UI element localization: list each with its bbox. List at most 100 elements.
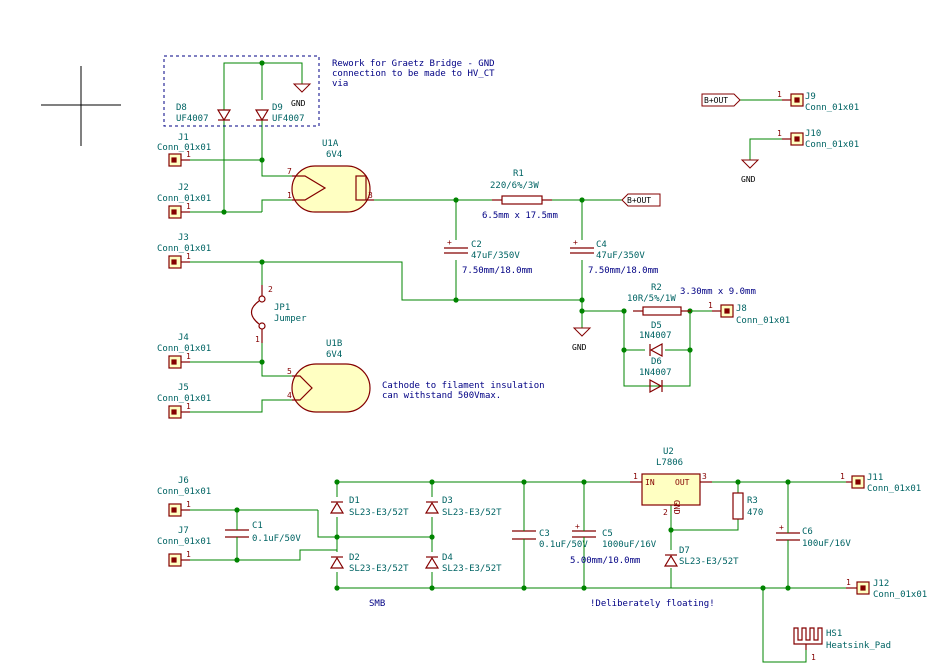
j6-pin: 1 [186,500,191,509]
gnd-symbol-main [572,327,592,337]
gnd-label-main: GND [572,343,587,352]
d4-ref: D4 [442,553,453,563]
d2-value: SL23-E3/52T [349,564,409,574]
c2-ref: C2 [471,240,482,250]
r2-value: 10R/5%/1W [627,294,676,304]
u2-pin2: 2 [663,508,668,517]
diode-d1[interactable] [329,501,345,514]
rework-note-line1: Rework for Graetz Bridge - GND [332,59,495,69]
j5-ref: J5 [178,383,189,393]
u2-pin1: 1 [633,472,638,481]
d7-value: SL23-E3/52T [679,557,739,567]
j3-pin: 1 [186,252,191,261]
capacitor-c4[interactable] [570,247,594,254]
resistor-r3[interactable] [732,492,744,520]
hs1-ref: HS1 [826,629,842,639]
diode-d8[interactable] [216,109,232,122]
connector-j4[interactable] [168,355,190,369]
hs1-value: Heatsink_Pad [826,641,891,651]
diode-d7[interactable] [663,554,679,567]
r1-value: 220/6%/3W [490,181,539,191]
insulation-note-line1: Cathode to filament insulation [382,381,545,391]
connector-j8[interactable] [712,304,734,318]
c2-value: 47uF/350V [471,251,520,261]
junction-dots [221,60,791,591]
connector-j11[interactable] [846,475,865,489]
capacitor-c1[interactable] [225,525,249,545]
c6-polarity: + [779,523,784,532]
r2-size-note: 3.30mm x 9.0mm [680,287,756,297]
connector-j1[interactable] [168,153,190,167]
c4-value: 47uF/350V [596,251,645,261]
u2-ref: U2 [663,447,674,457]
c2-polarity: + [447,238,452,247]
connector-j3[interactable] [168,255,190,269]
d1-value: SL23-E3/52T [349,508,409,518]
gnd-symbol-j10 [740,159,760,169]
connector-j12[interactable] [846,581,870,595]
j9-ref: J9 [805,92,816,102]
capacitor-c3[interactable] [512,525,536,545]
r3-ref: R3 [747,496,758,506]
capacitor-c5[interactable] [572,525,596,545]
c6-value: 100uF/16V [802,539,851,549]
r1-ref: R1 [513,169,524,179]
j11-ref: J11 [867,473,883,483]
u1b-pin4: 4 [287,391,292,400]
d2-ref: D2 [349,553,360,563]
j7-value: Conn_01x01 [157,537,211,547]
j1-ref: J1 [178,133,189,143]
resistor-r1[interactable] [492,195,552,205]
j9-value: Conn_01x01 [805,103,859,113]
c3-value: 0.1uF/50V [539,540,588,550]
b-out-flag-top[interactable] [701,93,741,107]
heatsink-icon[interactable] [793,627,823,650]
j7-ref: J7 [178,526,189,536]
c2-size-note: 7.50mm/18.0mm [462,266,532,276]
b-out-flag-mid[interactable] [621,193,661,207]
j3-value: Conn_01x01 [157,244,211,254]
diode-d9[interactable] [254,109,270,122]
j9-pin: 1 [777,90,782,99]
jp1-pin2: 2 [268,285,273,294]
diode-d2[interactable] [329,556,345,569]
connector-j2[interactable] [168,205,190,219]
connector-j6[interactable] [168,503,190,517]
j10-pin: 1 [777,129,782,138]
c1-ref: C1 [252,521,263,531]
diode-d4[interactable] [424,556,440,569]
resistor-r2[interactable] [633,306,691,316]
j8-pin: 1 [708,301,713,310]
u2-value: L7806 [656,458,683,468]
diode-d3[interactable] [424,501,440,514]
connector-j5[interactable] [168,405,190,419]
connector-j7[interactable] [168,553,190,567]
connector-j10[interactable] [782,132,804,146]
jumper-jp1[interactable] [250,285,266,343]
connector-j9[interactable] [782,93,804,107]
hs1-pin: 1 [811,653,816,662]
d1-ref: D1 [349,496,360,506]
diode-d5[interactable] [649,342,663,358]
insulation-note-line2: can withstand 500Vmax. [382,391,501,401]
gnd-symbol-rework [292,83,312,93]
jp1-pin1: 1 [255,335,260,344]
u2-pin-out-label: OUT [675,478,690,487]
c4-polarity: + [573,238,578,247]
rework-note-line3: via [332,79,348,89]
tube-u1a[interactable] [291,165,374,213]
regulator-u2[interactable] [630,473,712,506]
gnd-label-j10: GND [741,175,756,184]
j1-pin: 1 [186,150,191,159]
tube-u1b[interactable] [291,363,371,413]
u2-pin3: 3 [702,472,707,481]
diode-d6[interactable] [649,378,663,394]
j10-value: Conn_01x01 [805,140,859,150]
capacitor-c6[interactable] [776,527,800,547]
j12-pin: 1 [846,578,851,587]
capacitor-c2[interactable] [444,247,468,254]
d4-value: SL23-E3/52T [442,564,502,574]
j4-value: Conn_01x01 [157,344,211,354]
crosshair-cursor-icon [41,66,121,146]
